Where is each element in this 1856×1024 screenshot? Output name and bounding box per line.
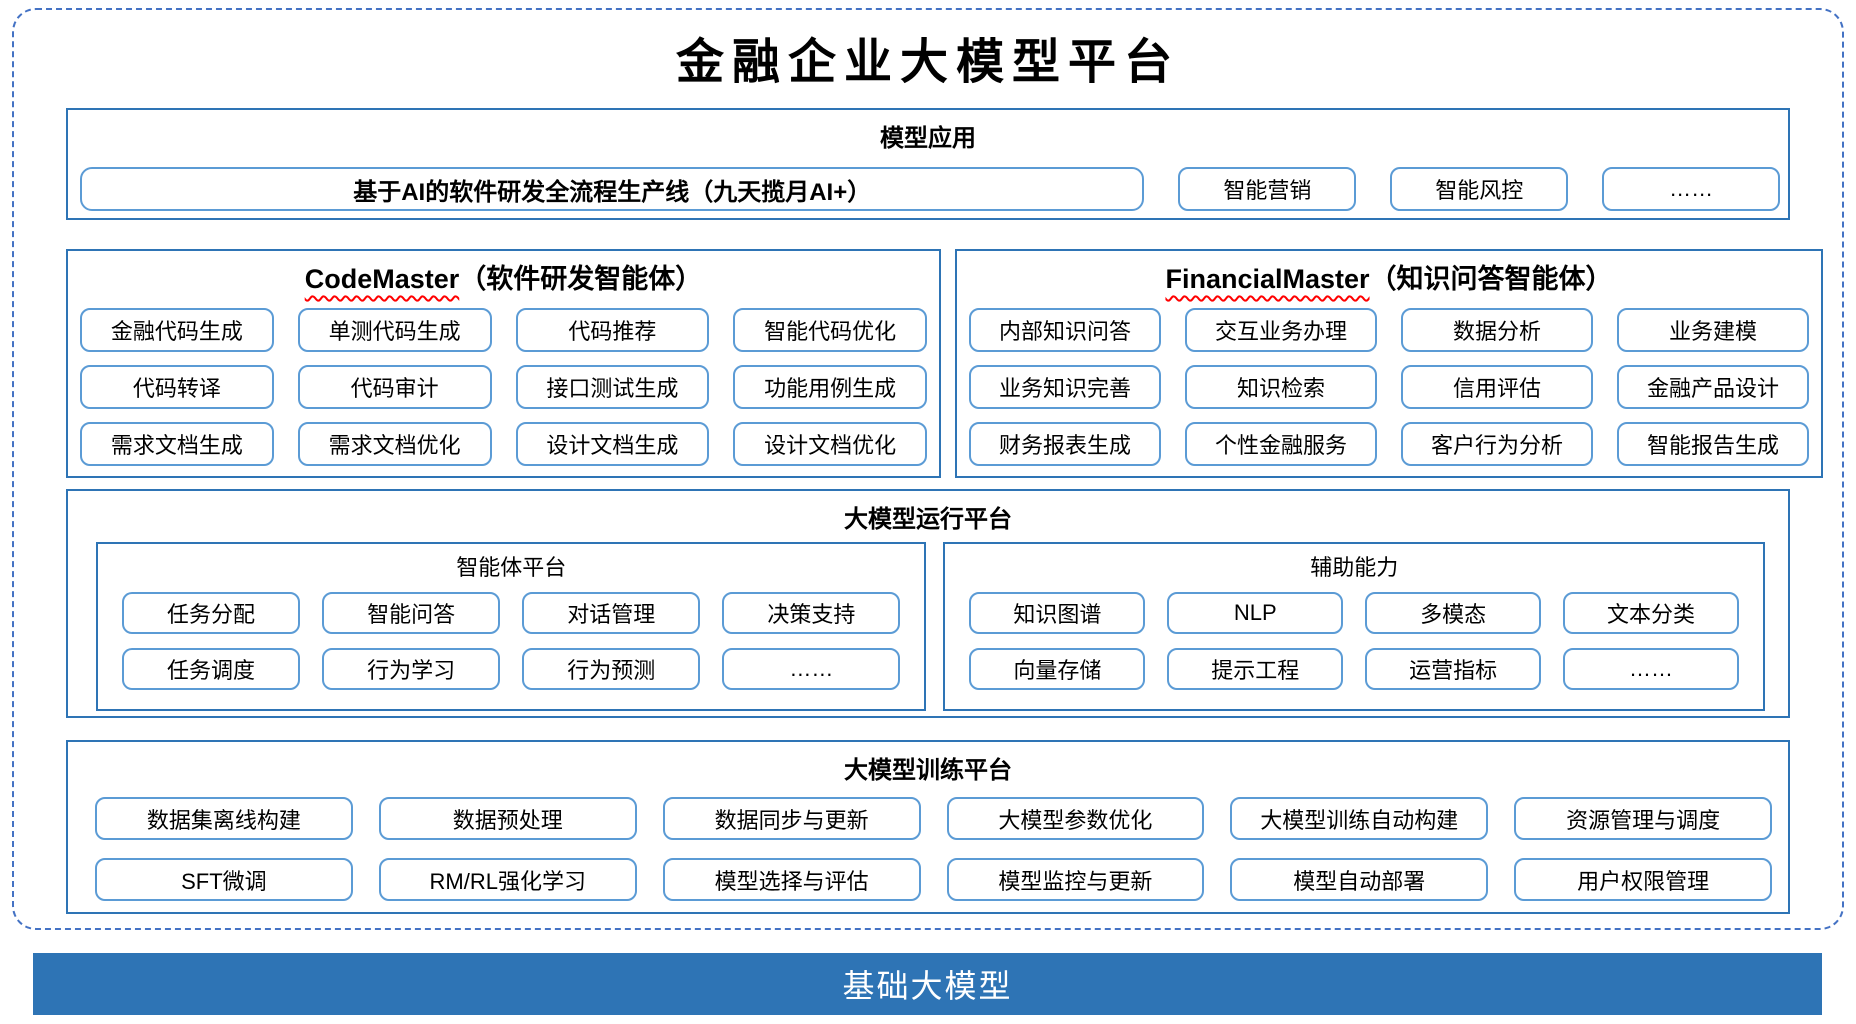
- panel-agent-platform: 智能体平台 任务分配 智能问答 对话管理 决策支持 任务调度 行为学习 行为预测…: [96, 542, 927, 711]
- foundation-model-bar: 基础大模型: [33, 953, 1822, 1015]
- financialmaster-item: 财务报表生成: [969, 422, 1161, 466]
- training-grid: 数据集离线构建 数据预处理 数据同步与更新 大模型参数优化 大模型训练自动构建 …: [95, 797, 1772, 901]
- training-item: 资源管理与调度: [1514, 797, 1772, 840]
- app-box-smart-risk-control: 智能风控: [1390, 167, 1569, 211]
- model-application-row: 基于AI的软件研发全流程生产线（九天揽月AI+） 智能营销 智能风控 ……: [80, 167, 1780, 211]
- financialmaster-item: 数据分析: [1401, 308, 1593, 352]
- financialmaster-grid: 内部知识问答 交互业务办理 数据分析 业务建模 业务知识完善 知识检索 信用评估…: [969, 308, 1809, 466]
- aux-capabilities-grid: 知识图谱 NLP 多模态 文本分类 向量存储 提示工程 运营指标 ……: [969, 592, 1739, 690]
- codemaster-grid: 金融代码生成 单测代码生成 代码推荐 智能代码优化 代码转译 代码审计 接口测试…: [80, 308, 927, 466]
- dashed-frame: [12, 8, 1844, 930]
- codemaster-item: 设计文档生成: [515, 422, 710, 466]
- financialmaster-item: 智能报告生成: [1617, 422, 1809, 466]
- aux-capability-item: 提示工程: [1167, 648, 1344, 690]
- financialmaster-item: 业务知识完善: [969, 365, 1161, 409]
- section-runtime-platform: 大模型运行平台 智能体平台 任务分配 智能问答 对话管理 决策支持 任务调度 行…: [66, 489, 1790, 718]
- model-application-header: 模型应用: [880, 125, 976, 152]
- agent-platform-item: 决策支持: [722, 592, 901, 634]
- section-financialmaster: FinancialMaster（知识问答智能体） 内部知识问答 交互业务办理 数…: [955, 249, 1823, 478]
- financialmaster-item: 内部知识问答: [969, 308, 1161, 352]
- codemaster-item: 代码转译: [80, 365, 274, 409]
- runtime-header: 大模型运行平台: [844, 506, 1012, 533]
- aux-capability-item: 文本分类: [1563, 592, 1739, 634]
- aux-capability-item: 多模态: [1365, 592, 1542, 634]
- training-item: 大模型训练自动构建: [1230, 797, 1489, 840]
- aux-capabilities-title: 辅助能力: [1310, 555, 1399, 580]
- financialmaster-item: 知识检索: [1185, 365, 1377, 409]
- agent-platform-grid: 任务分配 智能问答 对话管理 决策支持 任务调度 行为学习 行为预测 ……: [122, 592, 901, 690]
- agent-platform-item: 对话管理: [522, 592, 701, 634]
- codemaster-item: 智能代码优化: [733, 308, 927, 352]
- agent-platform-item: 任务调度: [122, 648, 301, 690]
- aux-capability-item: 向量存储: [969, 648, 1146, 690]
- codemaster-item: 需求文档优化: [297, 422, 492, 466]
- training-item: 大模型参数优化: [946, 797, 1205, 840]
- agent-platform-item: 智能问答: [322, 592, 501, 634]
- agent-platform-item: ……: [722, 648, 901, 690]
- agent-platform-item: 行为预测: [522, 648, 701, 690]
- financialmaster-item: 金融产品设计: [1617, 365, 1809, 409]
- section-codemaster: CodeMaster（软件研发智能体） 金融代码生成 单测代码生成 代码推荐 智…: [66, 249, 941, 478]
- aux-capability-item: ……: [1563, 648, 1739, 690]
- financialmaster-item: 信用评估: [1401, 365, 1593, 409]
- training-item: RM/RL强化学习: [378, 858, 637, 901]
- app-box-more: ……: [1602, 167, 1780, 211]
- section-training-platform: 大模型训练平台 数据集离线构建 数据预处理 数据同步与更新 大模型参数优化 大模…: [66, 740, 1790, 914]
- codemaster-item: 代码推荐: [515, 308, 710, 352]
- page-title: 金融企业大模型平台: [675, 34, 1180, 90]
- financialmaster-header: FinancialMaster（知识问答智能体）: [957, 257, 1821, 296]
- training-item: 数据集离线构建: [95, 797, 353, 840]
- agent-platform-item: 行为学习: [322, 648, 501, 690]
- training-item: 数据同步与更新: [662, 797, 921, 840]
- codemaster-item: 单测代码生成: [297, 308, 492, 352]
- training-item: 用户权限管理: [1514, 858, 1772, 901]
- codemaster-item: 代码审计: [297, 365, 492, 409]
- codemaster-subtitle: （软件研发智能体）: [459, 264, 703, 294]
- financialmaster-item: 个性金融服务: [1185, 422, 1377, 466]
- agent-platform-title: 智能体平台: [456, 555, 567, 580]
- panel-aux-capabilities: 辅助能力 知识图谱 NLP 多模态 文本分类 向量存储 提示工程 运营指标 ……: [943, 542, 1765, 711]
- financialmaster-item: 客户行为分析: [1401, 422, 1593, 466]
- aux-capability-item: 运营指标: [1365, 648, 1542, 690]
- aux-capability-item: 知识图谱: [969, 592, 1146, 634]
- training-item: 模型监控与更新: [946, 858, 1205, 901]
- agent-platform-item: 任务分配: [122, 592, 301, 634]
- codemaster-item: 接口测试生成: [515, 365, 710, 409]
- section-model-application: 模型应用 基于AI的软件研发全流程生产线（九天揽月AI+） 智能营销 智能风控 …: [66, 108, 1790, 220]
- training-header: 大模型训练平台: [844, 757, 1012, 784]
- aux-capability-item: NLP: [1167, 592, 1344, 634]
- app-box-smart-marketing: 智能营销: [1178, 167, 1357, 211]
- training-item: SFT微调: [95, 858, 353, 901]
- runtime-row: 智能体平台 任务分配 智能问答 对话管理 决策支持 任务调度 行为学习 行为预测…: [96, 542, 1765, 711]
- financialmaster-item: 交互业务办理: [1185, 308, 1377, 352]
- codemaster-item: 需求文档生成: [80, 422, 274, 466]
- codemaster-name: CodeMaster: [304, 264, 460, 294]
- training-item: 数据预处理: [378, 797, 637, 840]
- training-item: 模型选择与评估: [662, 858, 921, 901]
- financialmaster-name: FinancialMaster: [1165, 264, 1370, 294]
- financialmaster-item: 业务建模: [1617, 308, 1809, 352]
- financialmaster-subtitle: （知识问答智能体）: [1369, 264, 1613, 294]
- app-box-ai-pipeline: 基于AI的软件研发全流程生产线（九天揽月AI+）: [80, 167, 1145, 211]
- codemaster-header: CodeMaster（软件研发智能体）: [68, 257, 939, 296]
- codemaster-item: 功能用例生成: [733, 365, 927, 409]
- codemaster-item: 设计文档优化: [733, 422, 927, 466]
- codemaster-item: 金融代码生成: [80, 308, 274, 352]
- training-item: 模型自动部署: [1230, 858, 1489, 901]
